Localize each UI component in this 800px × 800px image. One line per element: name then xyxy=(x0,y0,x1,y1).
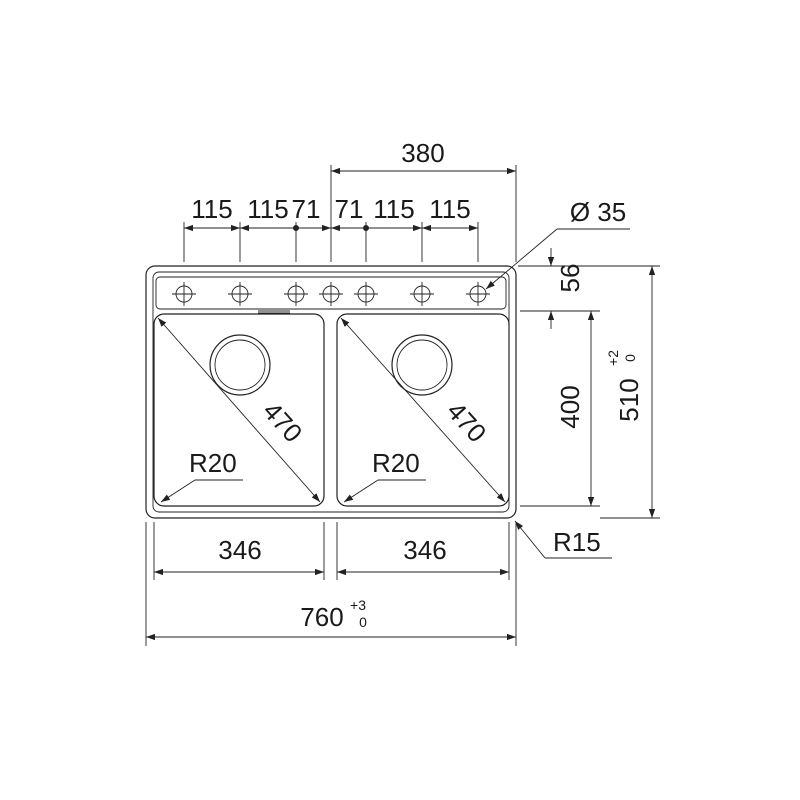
tap-hole-icon xyxy=(228,282,252,306)
dim-label-outer-corner: R15 xyxy=(553,527,601,557)
dim-label-hole-spacing: 115 xyxy=(191,194,232,224)
dim-label-hole-spacing: 115 xyxy=(429,194,470,224)
dimension-hole-spacing: 115 115 71 71 115 115 xyxy=(183,194,479,262)
dimension-outer-corner: R15 xyxy=(514,520,612,559)
dim-label-hole-spacing: 115 xyxy=(373,194,414,224)
dimension-hole-diameter: Ø 35 xyxy=(485,197,630,290)
dimension-bowl-width-left: 346 xyxy=(153,522,325,580)
tap-hole-icon xyxy=(319,282,343,306)
dim-tol-minus-depth: 0 xyxy=(622,354,638,362)
dimension-diagonal-right: 470 xyxy=(340,317,506,503)
dim-label-bowl-width-left: 346 xyxy=(218,535,261,565)
dim-label-hole-spacing: 71 xyxy=(292,194,321,224)
dim-label-bowl-depth: 400 xyxy=(555,385,585,428)
dim-label-top-span: 380 xyxy=(401,138,444,168)
tap-hole-icon xyxy=(466,282,490,306)
tap-ledge xyxy=(155,276,507,310)
dimension-corner-left: R20 xyxy=(160,448,243,503)
dimension-total-depth: 510 +2 0 xyxy=(560,265,660,519)
dimension-total-width: 760 +3 0 xyxy=(145,522,517,646)
tap-hole-icon xyxy=(172,282,196,306)
dim-label-total-width: 760 xyxy=(300,602,343,632)
dimension-bowl-depth: 400 xyxy=(520,310,600,507)
dim-label-diagonal-left: 470 xyxy=(257,396,308,448)
dim-label-tap-ledge: 56 xyxy=(555,264,585,293)
tap-holes xyxy=(172,282,490,306)
tap-hole-icon xyxy=(410,282,434,306)
tap-hole-icon xyxy=(354,282,378,306)
left-drain xyxy=(209,334,271,396)
dimension-bowl-width-right: 346 xyxy=(336,522,510,580)
dim-label-diagonal-right: 470 xyxy=(441,396,492,448)
dim-label-bowl-width-right: 346 xyxy=(403,535,446,565)
dim-tol-minus-width: 0 xyxy=(359,614,367,630)
dim-label-hole-diameter: Ø 35 xyxy=(570,197,626,227)
dimension-top-span: 380 xyxy=(330,138,517,262)
dim-tol-plus-width: +3 xyxy=(350,597,366,613)
dimension-tap-ledge: 56 xyxy=(518,248,585,329)
dim-tol-plus-depth: +2 xyxy=(605,350,621,366)
dimension-diagonal-left: 470 xyxy=(157,317,321,503)
dimension-corner-right: R20 xyxy=(343,448,426,503)
right-drain xyxy=(391,334,453,396)
dim-label-corner-left: R20 xyxy=(189,448,237,478)
dim-label-hole-spacing: 71 xyxy=(335,194,364,224)
dim-label-hole-spacing: 115 xyxy=(247,194,288,224)
tap-hole-icon xyxy=(284,282,308,306)
dim-label-total-depth: 510 xyxy=(614,378,644,421)
dim-label-corner-right: R20 xyxy=(372,448,420,478)
